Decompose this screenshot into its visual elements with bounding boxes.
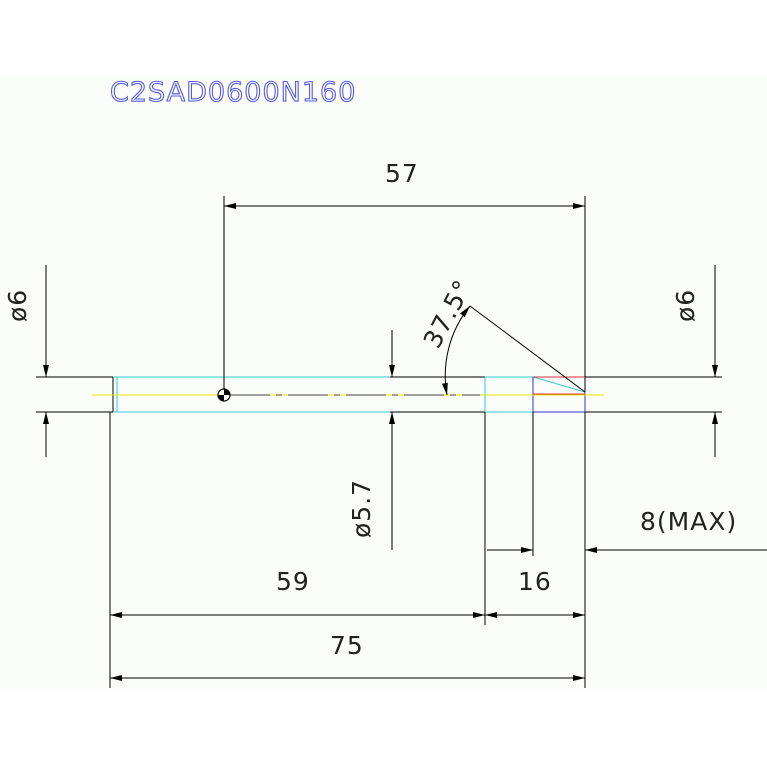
dimension-59-label: 59 [276, 567, 310, 596]
max-length-dimension [484, 412, 767, 625]
max-length-label: 8(MAX) [640, 507, 737, 536]
drawing-frame [0, 77, 767, 689]
dimension-16-label: 16 [518, 567, 552, 596]
diameter-right-label: ø6 [671, 289, 700, 322]
body-diameter-label: ø5.7 [347, 479, 376, 538]
tool-tip [533, 376, 585, 395]
part-number-title: C2SAD0600N160 [110, 77, 356, 108]
dimension-57-label: 57 [385, 159, 419, 188]
dimension-57 [223, 196, 586, 389]
diameter-left-label: ø6 [3, 289, 32, 322]
reference-point-icon [217, 388, 231, 402]
dimension-59 [109, 412, 586, 688]
dimension-75-label: 75 [330, 631, 364, 660]
angle-dimension [441, 305, 586, 396]
